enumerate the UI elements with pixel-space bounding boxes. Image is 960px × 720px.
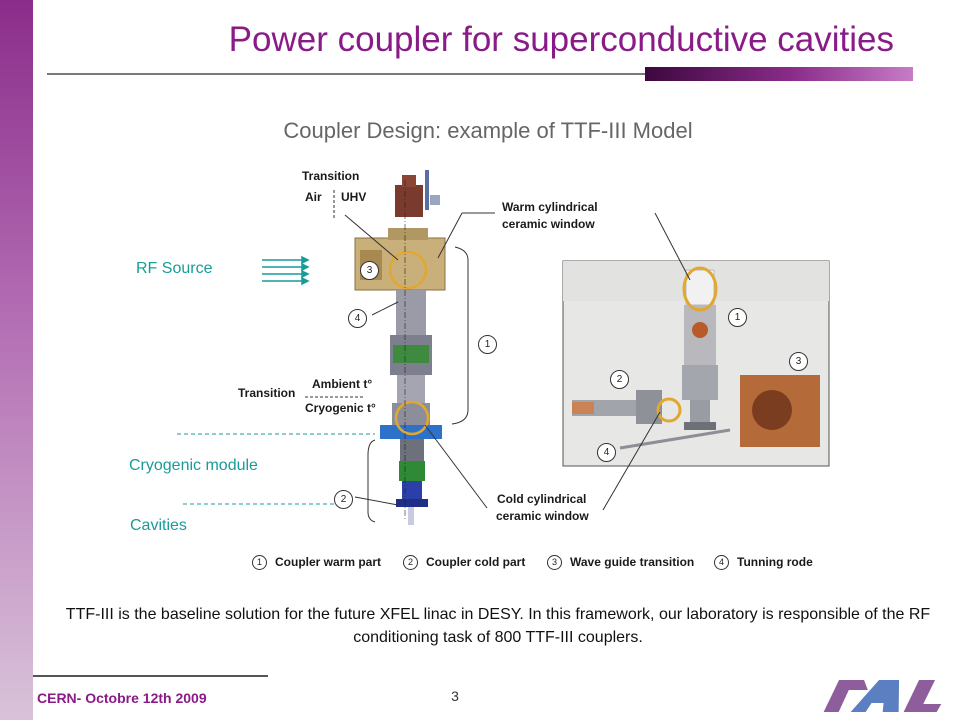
legend-item-3: 3 Wave guide transition: [547, 552, 694, 572]
coupler-photo: [562, 212, 830, 511]
legend-marker: 2: [403, 554, 418, 570]
photo-marker-2: 2: [610, 370, 629, 389]
title-underline: [47, 73, 647, 75]
cryogenic-module-label: Cryogenic module: [129, 457, 258, 474]
cold-window-label-2: ceramic window: [496, 509, 589, 523]
warm-window-label-1: Warm cylindrical: [502, 200, 598, 214]
marker-3: 3: [360, 261, 379, 280]
description-text: TTF-III is the baseline solution for the…: [65, 606, 931, 646]
cold-window-label-1: Cold cylindrical: [497, 492, 587, 506]
transition-mid-label: Transition: [238, 386, 296, 400]
marker-4: 4: [348, 309, 367, 328]
coupler-drawing: [344, 170, 495, 525]
legend-marker: 4: [714, 554, 729, 570]
legend-label: Wave guide transition: [570, 555, 695, 569]
ambient-label: Ambient t°: [312, 377, 373, 391]
lal-logo-icon: [823, 680, 942, 712]
rf-arrows-icon: [262, 255, 310, 286]
legend-item-2: 2 Coupler cold part: [403, 552, 525, 572]
marker-2: 2: [334, 490, 353, 509]
legend-label: Tunning rode: [737, 555, 813, 569]
air-label: Air: [305, 190, 322, 204]
title-accent-bar: [645, 67, 913, 81]
page-title: Power coupler for superconductive caviti…: [228, 20, 894, 59]
legend-marker: 3: [547, 554, 562, 570]
slide-subtitle: Coupler Design: example of TTF-III Model: [283, 118, 693, 143]
legend-marker: 1: [252, 554, 267, 570]
marker-1: 1: [478, 335, 497, 354]
cavities-label: Cavities: [130, 517, 187, 534]
cryogenic-label: Cryogenic t°: [305, 401, 376, 415]
legend-item-4: 4 Tunning rode: [714, 552, 813, 572]
footer-text: CERN- Octobre 12th 2009: [37, 690, 207, 706]
sidebar-band: [0, 0, 33, 720]
transition-top-label: Transition: [302, 169, 360, 183]
uhv-label: UHV: [341, 190, 367, 204]
photo-marker-1: 1: [728, 308, 747, 327]
photo-marker-4: 4: [597, 443, 616, 462]
photo-marker-3: 3: [789, 352, 808, 371]
legend-label: Coupler cold part: [426, 555, 526, 569]
warm-window-label-2: ceramic window: [502, 217, 595, 231]
rf-source-label: RF Source: [136, 260, 213, 277]
page-number: 3: [451, 688, 459, 704]
legend-item-1: 1 Coupler warm part: [252, 552, 381, 572]
footer-divider: [33, 675, 268, 677]
legend-label: Coupler warm part: [275, 555, 382, 569]
